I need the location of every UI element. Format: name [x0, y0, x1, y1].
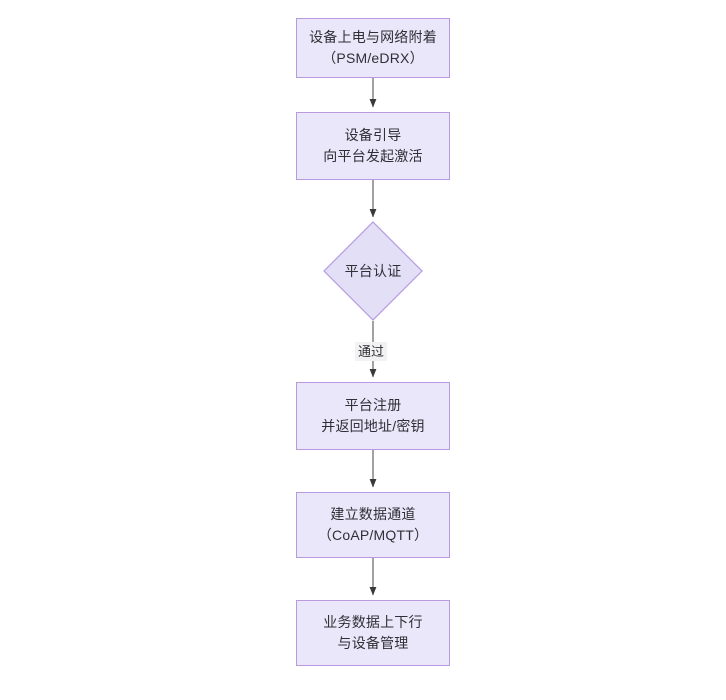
node-data-channel-line-2: （CoAP/MQTT） [317, 527, 429, 543]
node-power-on[interactable]: 设备上电与网络附着 （PSM/eDRX） [296, 18, 450, 78]
edge-label-pass: 通过 [355, 342, 388, 361]
node-bootstrap-line-1: 设备引导 [344, 127, 402, 143]
node-service-data-line-2: 与设备管理 [337, 635, 409, 651]
node-platform-register-line-2: 并返回地址/密钥 [321, 418, 425, 434]
node-power-on-line-2: （PSM/eDRX） [322, 50, 424, 66]
node-platform-register-line-1: 平台注册 [344, 397, 402, 413]
node-service-data-line-1: 业务数据上下行 [323, 614, 423, 630]
diamond-shape [323, 221, 423, 321]
node-bootstrap-line-2: 向平台发起激活 [323, 148, 423, 164]
node-power-on-line-1: 设备上电与网络附着 [309, 29, 437, 45]
node-platform-register[interactable]: 平台注册 并返回地址/密钥 [296, 382, 450, 450]
node-service-data[interactable]: 业务数据上下行 与设备管理 [296, 600, 450, 666]
node-platform-auth[interactable]: 平台认证 [323, 221, 423, 321]
node-platform-auth-label: 平台认证 [344, 262, 402, 279]
node-data-channel-line-1: 建立数据通道 [330, 506, 416, 522]
node-data-channel[interactable]: 建立数据通道 （CoAP/MQTT） [296, 492, 450, 558]
node-bootstrap[interactable]: 设备引导 向平台发起激活 [296, 112, 450, 180]
